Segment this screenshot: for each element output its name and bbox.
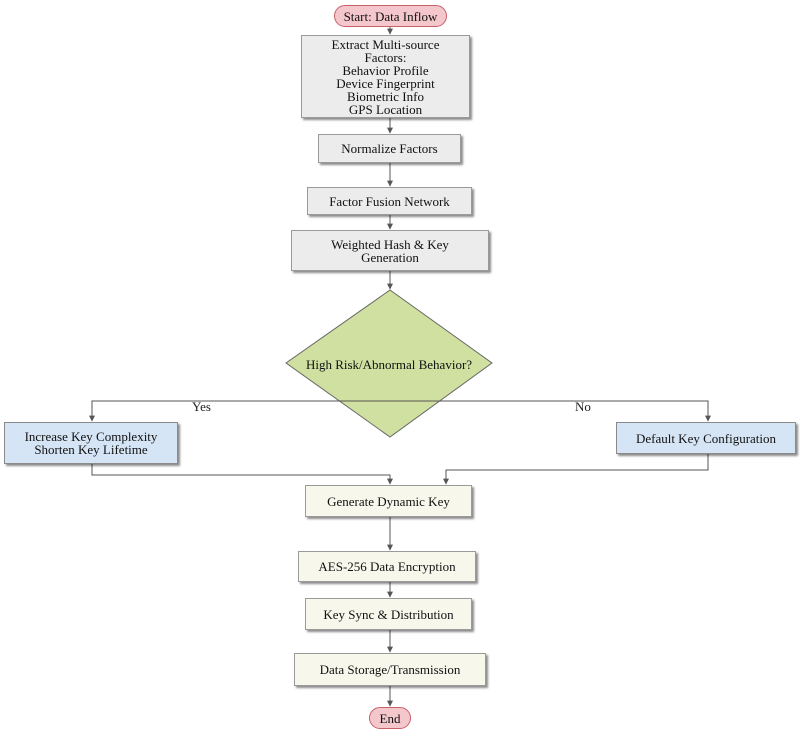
increase-line-2: Shorten Key Lifetime <box>34 442 148 457</box>
key-sync-node: Key Sync & Distribution <box>305 598 472 630</box>
aes-label: AES-256 Data Encryption <box>318 559 456 574</box>
arrow-increase-to-generate <box>91 464 393 485</box>
weighted-hash-node: Weighted Hash & Key Generation <box>291 230 489 271</box>
decision-diamond <box>285 289 493 438</box>
hash-line-1: Weighted Hash & Key <box>331 236 449 252</box>
sync-label: Key Sync & Distribution <box>323 606 454 622</box>
normalize-factors-node: Normalize Factors <box>318 134 461 163</box>
generate-label: Generate Dynamic Key <box>327 493 450 509</box>
increase-complexity-node: Increase Key Complexity Shorten Key Life… <box>4 422 178 464</box>
fusion-label: Factor Fusion Network <box>329 193 450 209</box>
extract-line-1: Extract Multi-source <box>331 36 440 52</box>
aes-encryption-node: AES-256 Data Encryption <box>298 551 476 582</box>
end-label: End <box>379 710 401 726</box>
arrow-default-to-generate <box>443 454 709 485</box>
extract-line-2: Factors: <box>364 49 407 65</box>
factor-fusion-node: Factor Fusion Network <box>307 187 472 215</box>
extract-factors-node: Extract Multi-source Factors: Behavior P… <box>301 35 470 118</box>
storage-label: Data Storage/Transmission <box>319 662 461 677</box>
no-label: No <box>575 399 591 414</box>
default-config-label: Default Key Configuration <box>635 430 777 446</box>
default-config-node: Default Key Configuration <box>616 422 796 454</box>
normalize-label: Normalize Factors <box>341 141 438 156</box>
arrow-decision-no <box>390 400 711 422</box>
end-node: End <box>369 707 411 729</box>
arrow-decision-yes <box>89 400 390 422</box>
start-label: Start: Data Inflow <box>343 8 438 24</box>
start-node: Start: Data Inflow <box>334 5 447 27</box>
yes-label: Yes <box>192 399 211 414</box>
storage-transmission-node: Data Storage/Transmission <box>294 653 486 686</box>
hash-line-2: Generation <box>361 249 419 265</box>
extract-line-5: Biometric Info <box>347 88 424 104</box>
extract-line-6: GPS Location <box>348 101 423 117</box>
extract-line-4: Device Fingerprint <box>336 75 435 91</box>
decision-label: High Risk/Abnormal Behavior? <box>305 357 473 372</box>
increase-line-1: Increase Key Complexity <box>24 429 158 444</box>
generate-key-node: Generate Dynamic Key <box>305 485 472 517</box>
extract-line-3: Behavior Profile <box>342 62 429 78</box>
